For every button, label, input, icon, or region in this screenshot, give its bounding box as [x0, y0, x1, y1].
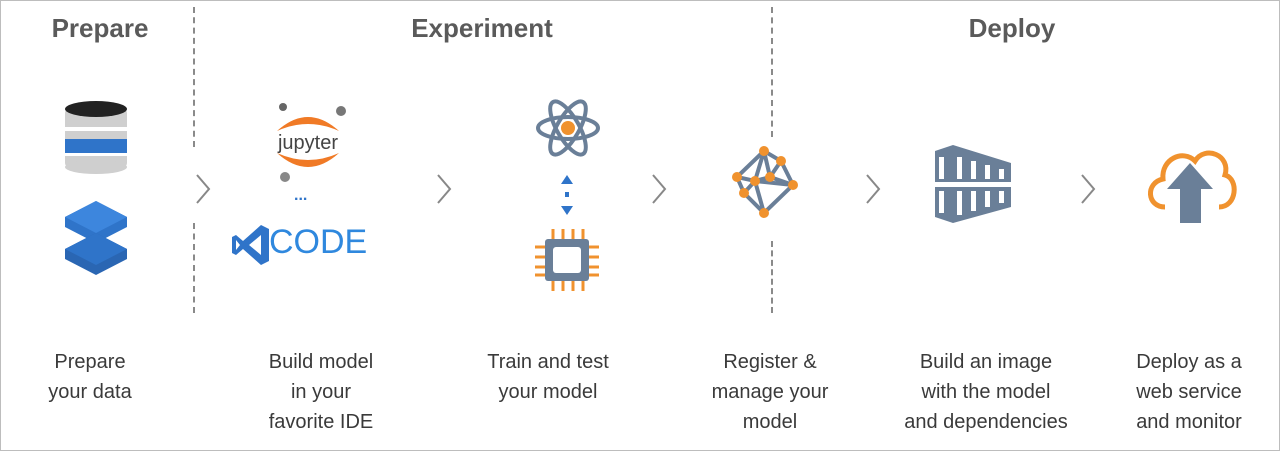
- label-line: model: [742, 411, 798, 433]
- label-line: Build model: [268, 351, 374, 373]
- label-line: Train and test: [487, 351, 609, 373]
- step-label-prepare-data: Prepare your data: [1, 347, 190, 407]
- step-label-build-model: Build model in your favorite IDE: [221, 347, 421, 437]
- step-label-build-image: Build an image with the model and dependen…: [886, 347, 1086, 437]
- phase-experiment: Experiment: [411, 13, 553, 43]
- label-line: your data: [48, 381, 132, 403]
- chevron-right-icon: [196, 174, 211, 204]
- label-line: and dependencies: [904, 411, 1068, 433]
- phase-divider: [771, 241, 773, 313]
- vscode-text: CODE: [269, 223, 368, 261]
- phase-deploy: Deploy: [968, 13, 1056, 43]
- label-line: and monitor: [1136, 411, 1242, 433]
- bidirectional-arrow-icon: [561, 175, 573, 215]
- label-line: web service: [1136, 381, 1242, 403]
- label-line: Prepare: [54, 351, 126, 373]
- phase-divider: [193, 223, 195, 313]
- ellipsis: ...: [294, 187, 308, 204]
- label-line: your model: [498, 381, 598, 403]
- cloud-upload-icon: [1148, 150, 1237, 223]
- step-label-deploy: Deploy as a web service and monitor: [1089, 347, 1279, 437]
- label-line: manage your: [711, 381, 829, 403]
- label-line: Register &: [723, 351, 817, 373]
- label-line: Build an image: [919, 351, 1053, 373]
- step-label-register: Register & manage your model: [670, 347, 870, 437]
- phase-divider: [193, 7, 195, 147]
- layers-icon: [65, 201, 127, 275]
- chevron-right-icon: [652, 174, 667, 204]
- label-line: in your: [290, 381, 352, 403]
- jupyter-text: jupyter: [277, 132, 338, 154]
- chevron-right-icon: [866, 174, 881, 204]
- processor-chip-icon: [535, 229, 599, 291]
- database-icon: [65, 101, 127, 174]
- container-image-icon: [933, 145, 1013, 223]
- label-line: with the model: [921, 381, 1051, 403]
- vscode-icon: [232, 225, 269, 265]
- step-label-train-test: Train and test your model: [448, 347, 648, 407]
- chevron-right-icon: [1081, 174, 1096, 204]
- atom-icon: [536, 99, 600, 157]
- phase-prepare: Prepare: [51, 13, 149, 43]
- label-line: Deploy as a: [1136, 351, 1242, 373]
- phase-divider: [771, 7, 773, 137]
- label-line: favorite IDE: [268, 411, 374, 433]
- model-network-icon: [732, 146, 798, 218]
- chevron-right-icon: [437, 174, 452, 204]
- jupyter-logo: jupyter: [277, 103, 346, 182]
